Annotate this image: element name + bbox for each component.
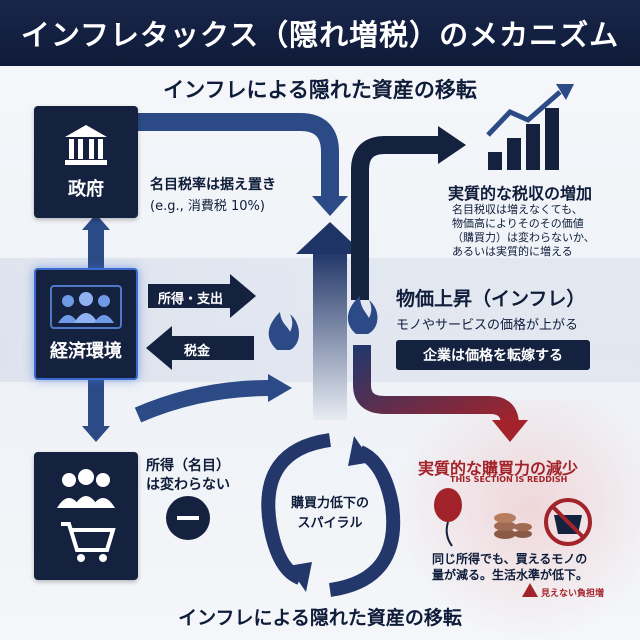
arrow-to-purchasing-power [353, 345, 519, 426]
spiral-arrow-right [328, 445, 401, 597]
arrow-to-tax-revenue [351, 136, 440, 300]
consumer-node [34, 452, 138, 580]
arrow-economy-lower-head [268, 374, 292, 402]
inflation-heading: 物価上昇（インフレ） [396, 288, 586, 310]
reddish-section-glow [395, 400, 640, 640]
spiral-line1: 購買力低下の [290, 496, 369, 511]
tax-revenue-line-3: （購買力）は変わらないか、 [452, 231, 595, 244]
arrow-tax-shaft [170, 336, 254, 360]
connector-gov-economy-head [82, 214, 110, 230]
spiral-line2: スパイラル [297, 516, 363, 531]
economy-node: 経済環境 [34, 268, 138, 380]
central-up-arrow-head [296, 222, 364, 254]
purchasing-power-note: THIS SECTION IS REDDISH [450, 475, 568, 484]
inflation-sub: モノやサービスの価格が上がる [396, 318, 579, 333]
arrow-gov-to-center [138, 113, 339, 200]
connector-gov-economy-shaft [88, 228, 104, 268]
inflation-banner: 企業は価格を転嫁する [396, 340, 590, 370]
tax-rate-example: (e.g., 消費税 10%) [150, 199, 265, 214]
government-node: 政府 [34, 106, 138, 218]
title-bar: インフレタックス（隠れ増税）のメカニズム [0, 0, 640, 66]
arrow-to-tax-revenue-head [438, 126, 466, 164]
bar-chart-rising-icon [486, 84, 574, 170]
tax-revenue-heading: 実質的な税収の増加 [448, 184, 593, 203]
purchasing-power-line-2: 量が減る。生活水準が低下。 [432, 568, 589, 582]
nominal-income-line2: は変わらない [146, 477, 230, 493]
purchasing-power-line-1: 同じ所得でも、買えるモノの [432, 552, 588, 566]
warning-icon [522, 583, 538, 597]
minus-icon [166, 496, 210, 540]
tax-label: 税金 [184, 344, 211, 359]
economy-label: 経済環境 [50, 341, 122, 362]
nominal-income-line1: 所得（名目） [146, 458, 230, 474]
deflating-balloon-icon [434, 488, 462, 547]
warning-label: 見えない負担増 [541, 589, 605, 599]
people-cart-icon [57, 469, 116, 562]
tax-rate-label: 名目税率は据え置き [150, 177, 276, 193]
arrow-to-purchasing-power-head [492, 420, 528, 442]
people-group-icon [50, 285, 122, 329]
subtitle-top: インフレによる隠れた資産の移転 [163, 78, 477, 102]
income-expense-label: 所得・支出 [158, 292, 224, 307]
arrow-economy-lower-to-center [134, 380, 271, 423]
arrow-income-expense-head [230, 274, 256, 318]
coin-stack-icon [494, 513, 532, 539]
spiral-arrow-right-head [348, 436, 372, 466]
central-up-arrow-shaft [313, 250, 347, 420]
government-building-icon [65, 125, 107, 165]
connector-economy-consumer-head [82, 426, 110, 442]
spiral-arrow-left-head [288, 562, 312, 592]
connector-economy-consumer-shaft [88, 380, 104, 428]
tax-revenue-line-2: 物価高によりそのその価値 [452, 217, 584, 230]
page-title: インフレタックス（隠れ増税）のメカニズム [20, 18, 620, 52]
flame-icon-right [347, 296, 378, 334]
purchasing-power-heading: 実質的な購買力の減少 [418, 459, 579, 478]
government-label: 政府 [68, 179, 104, 200]
tax-revenue-line-4: あるいは実質的に増える [452, 245, 573, 258]
flame-icon-left [268, 312, 299, 350]
arrow-gov-to-center-head [312, 196, 348, 216]
arrow-tax-head [146, 326, 172, 370]
subtitle-bottom: インフレによる隠れた資産の移転 [178, 607, 462, 629]
spiral-arrow-left [261, 433, 332, 585]
tax-revenue-line-1: 名目税収は増えなくても、 [452, 203, 583, 216]
no-basket-icon [544, 498, 592, 546]
arrow-income-expense-shaft [148, 284, 232, 308]
